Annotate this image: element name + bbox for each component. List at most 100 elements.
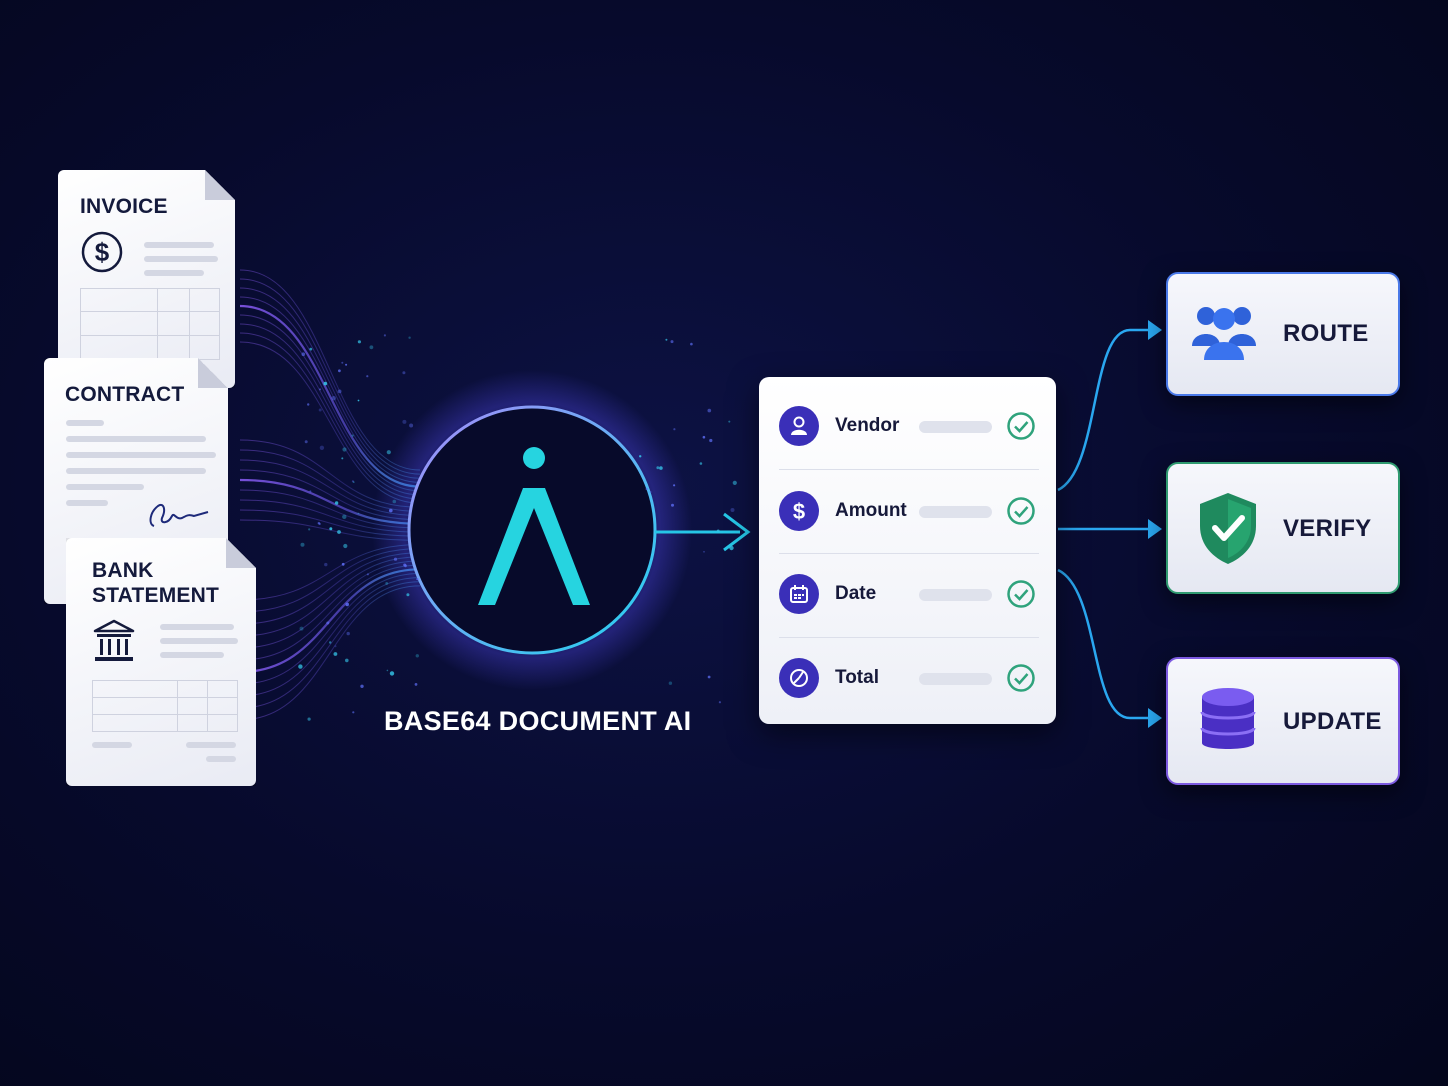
particle-dot [307, 717, 311, 721]
update-card[interactable]: UPDATE [1166, 657, 1400, 785]
particle-dot [341, 457, 344, 460]
particle-dot [352, 711, 355, 714]
particle-dot [671, 503, 674, 507]
particle-dot [728, 420, 731, 423]
action-connectors [1057, 320, 1162, 728]
particle-dot [386, 450, 391, 455]
calendar-icon [779, 574, 819, 614]
particle-dot [732, 480, 737, 485]
field-row-total[interactable]: Total [779, 656, 1039, 700]
text-line [186, 742, 236, 748]
text-line [66, 468, 206, 474]
particle-dot [319, 445, 325, 450]
document-title-line: CONTRACT [65, 383, 185, 406]
field-label: Date [835, 583, 877, 604]
particle-dot [329, 527, 333, 531]
svg-text:$: $ [793, 499, 805, 523]
particle-dot [337, 530, 341, 534]
particle-dot [386, 669, 389, 672]
particle-dot [366, 375, 369, 378]
text-line [66, 420, 104, 426]
bank-statement-document[interactable]: BANK STATEMENT [66, 538, 256, 786]
ai-ring [407, 405, 657, 655]
svg-text:$: $ [95, 237, 110, 267]
particle-dot [309, 490, 312, 493]
particle-dot [308, 528, 311, 531]
particle-dot [645, 487, 648, 491]
particle-dot [707, 675, 711, 679]
table-grid [80, 288, 220, 360]
particle-dot [369, 345, 374, 350]
field-value-placeholder [919, 506, 992, 518]
text-line [144, 256, 218, 262]
particle-dot [668, 681, 673, 685]
particle-dot [409, 423, 414, 428]
text-line [144, 242, 214, 248]
particle-dot [318, 408, 322, 412]
particle-dot [649, 490, 652, 494]
particle-dot [357, 512, 360, 515]
particle-dot [346, 631, 350, 636]
particle-dot [639, 455, 642, 458]
particle-dot [673, 428, 676, 431]
document-title-line: STATEMENT [92, 584, 220, 607]
field-row-vendor[interactable]: Vendor [779, 404, 1039, 448]
particle-dot [341, 562, 345, 566]
text-line [92, 742, 132, 748]
particle-dot [389, 508, 393, 513]
dollar-icon: $ [779, 491, 819, 531]
particle-dot [342, 514, 347, 519]
particle-dot [690, 342, 693, 346]
field-row-amount[interactable]: $ Amount [779, 489, 1039, 533]
route-card[interactable]: ROUTE [1166, 272, 1400, 396]
particle-dot [345, 658, 349, 663]
particle-dot [324, 562, 328, 567]
particle-dot [699, 462, 703, 465]
particle-dot [385, 582, 389, 585]
particle-dot [656, 466, 660, 470]
check-circle-icon [1007, 664, 1035, 692]
field-value-placeholder [919, 673, 992, 685]
document-title-line: BANK [92, 559, 154, 582]
particle-dot [360, 684, 364, 688]
text-line [160, 638, 238, 644]
route-connector [1057, 328, 1150, 492]
particle-dot [300, 542, 305, 547]
particle-dot [334, 645, 337, 648]
particle-dot [307, 403, 310, 406]
field-row-date[interactable]: Date [779, 572, 1039, 616]
data-stream-line [239, 269, 421, 471]
particle-dot [299, 626, 304, 631]
particle-dot [716, 529, 720, 533]
particle-dot [341, 361, 344, 364]
update-connector [1057, 568, 1150, 720]
invoice-document[interactable]: INVOICE $ [58, 170, 235, 388]
database-icon [1200, 688, 1256, 749]
particle-dot [403, 563, 407, 567]
particle-dot [329, 641, 332, 644]
particle-dot [331, 396, 336, 401]
particle-dot [718, 701, 722, 704]
text-line [66, 452, 216, 458]
verify-card[interactable]: VERIFY [1166, 462, 1400, 594]
field-value-placeholder [919, 589, 992, 601]
particle-dot [730, 508, 735, 512]
document-title: CONTRACT [65, 382, 184, 407]
user-icon [779, 406, 819, 446]
update-arrowhead [1148, 708, 1162, 728]
particle-dot [406, 593, 410, 597]
particle-dot [326, 621, 330, 625]
particle-dot [392, 499, 397, 504]
action-label: VERIFY [1283, 515, 1372, 542]
particle-dot [342, 447, 347, 452]
ai-output-arrowhead [723, 512, 751, 552]
text-line [66, 484, 144, 490]
particle-dot [416, 578, 419, 581]
text-line [66, 436, 206, 442]
particle-dot [357, 399, 360, 402]
particle-dot [709, 438, 713, 443]
particle-dot [414, 683, 418, 686]
particle-dot [334, 501, 339, 505]
action-label: UPDATE [1283, 708, 1382, 735]
